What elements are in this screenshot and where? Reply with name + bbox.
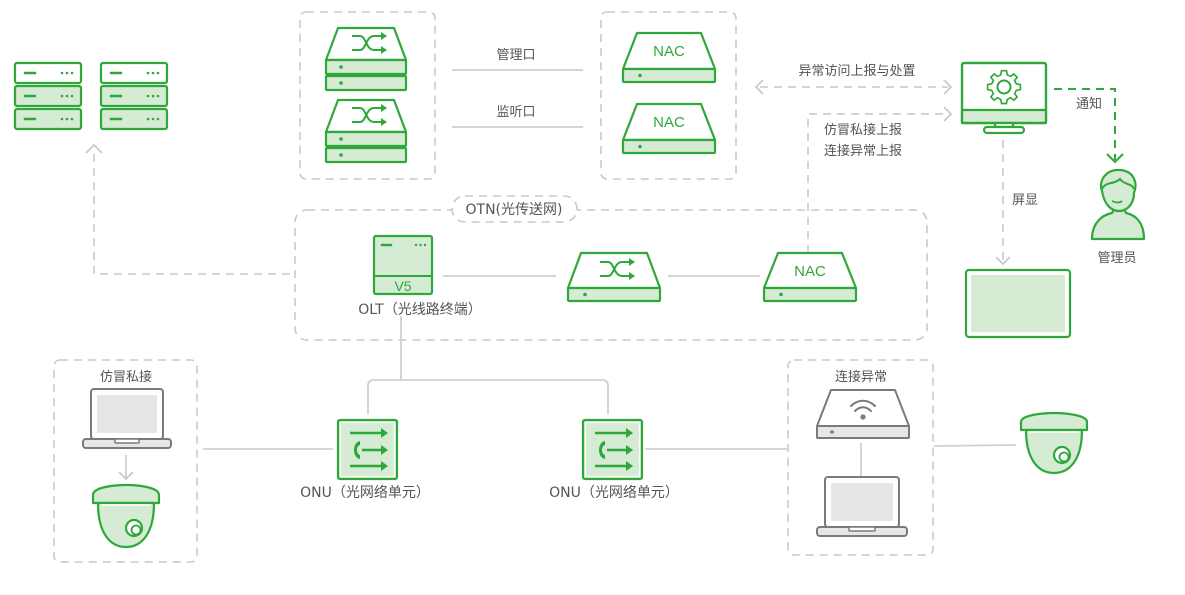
nac-label: NAC	[794, 263, 826, 280]
switch-shuffle-icon	[324, 26, 408, 92]
mgmt-port-label: 管理口	[496, 48, 535, 63]
onu-unit-icon	[581, 418, 644, 481]
wifi-router-icon	[816, 389, 910, 439]
screen-display-label: 屏显	[1012, 193, 1038, 208]
arrow-left-icon	[754, 79, 764, 95]
server-rack-icon	[13, 61, 83, 131]
nac-group-box	[600, 11, 737, 180]
display-screen-icon	[964, 268, 1072, 339]
arrow-up-icon	[85, 143, 103, 154]
switch-shuffle-icon	[566, 251, 662, 303]
switch-group-box	[299, 11, 436, 180]
dome-camera-icon	[91, 483, 161, 549]
notify-label: 通知	[1076, 96, 1102, 112]
monitor-port-label: 监听口	[496, 105, 535, 120]
onu-right-label: ONU（光网络单元）	[549, 485, 679, 501]
counterfeit-group-box	[53, 359, 198, 563]
onu-split-link	[367, 379, 609, 414]
laptop-icon	[816, 476, 908, 537]
dome-camera-icon	[1019, 411, 1089, 475]
laptop-icon	[82, 388, 172, 449]
monitor-gear-icon	[960, 61, 1048, 135]
otn-label-pill: OTN(光传送网)	[451, 195, 578, 223]
notify-link	[1054, 88, 1116, 160]
abnormal-report-label: 异常访问上报与处置	[798, 64, 915, 79]
abnormal-connection-report-label: 连接异常上报	[824, 143, 902, 159]
server-rack-icon	[99, 61, 169, 131]
arrow-right-icon	[943, 106, 953, 122]
abnormal-camera-link	[933, 444, 1017, 447]
otn-servers-link	[93, 150, 290, 275]
abnormal-label: 连接异常	[835, 369, 887, 385]
counterfeit-label: 仿冒私接	[100, 369, 152, 385]
arrow-down-icon	[118, 471, 134, 481]
counterfeit-report-label: 仿冒私接上报	[824, 122, 902, 138]
olt-version-badge: V5	[394, 278, 411, 294]
nac-report-link	[807, 113, 948, 253]
switch-shuffle-icon	[324, 98, 408, 164]
nac-label: NAC	[653, 43, 685, 60]
admin-label: 管理员	[1097, 251, 1136, 266]
arrow-down-icon	[995, 256, 1011, 266]
onu-unit-icon	[336, 418, 399, 481]
otn-group-box	[294, 209, 928, 341]
onu-left-label: ONU（光网络单元）	[300, 485, 430, 501]
otn-label: OTN(光传送网)	[466, 202, 563, 218]
arrow-down-icon	[1106, 153, 1124, 164]
nac-label: NAC	[653, 114, 685, 131]
nac-appliance-icon: NAC	[621, 102, 717, 155]
nac-appliance-icon: NAC	[762, 251, 858, 303]
olt-terminal-icon: V5	[372, 234, 434, 296]
nac-appliance-icon: NAC	[621, 31, 717, 84]
olt-label: OLT（光线路终端）	[358, 302, 481, 318]
arrow-right-icon	[943, 79, 953, 95]
user-admin-icon	[1090, 168, 1146, 241]
